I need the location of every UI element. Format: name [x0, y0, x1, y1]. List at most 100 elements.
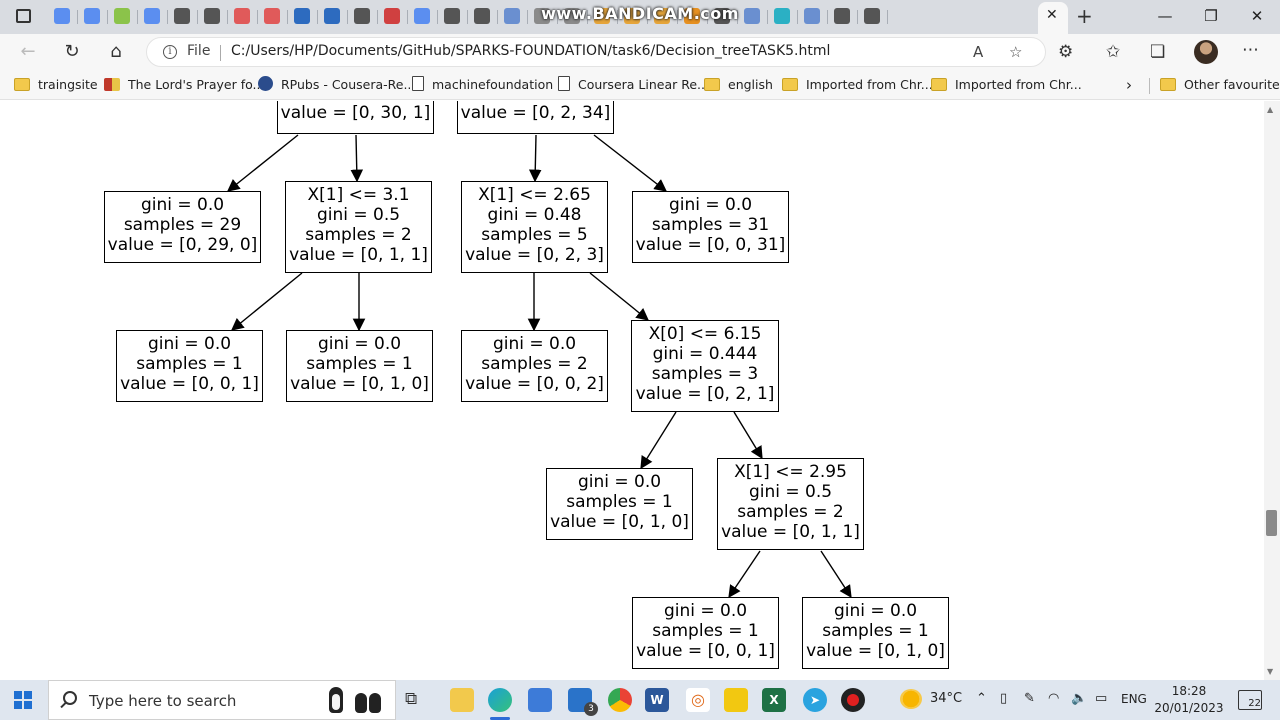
telegram-icon[interactable]: ➤ — [803, 688, 827, 712]
tree-edge — [528, 134, 542, 183]
tab-favicon-icon[interactable] — [114, 8, 130, 24]
store-icon[interactable] — [528, 688, 552, 712]
home-button[interactable]: ⌂ — [110, 41, 122, 62]
bookmark-item[interactable]: RPubs - Cousera-Re... — [258, 76, 415, 94]
bookmark-item[interactable]: traingsite — [14, 76, 98, 94]
tab-favicon-icon[interactable] — [534, 8, 550, 24]
tab-favicon-icon[interactable] — [504, 8, 520, 24]
refresh-button[interactable]: ↻ — [64, 41, 80, 62]
more-bookmarks-chevron-icon[interactable]: › — [1126, 76, 1132, 94]
file-explorer-icon[interactable] — [450, 688, 474, 712]
scroll-up-arrow-icon[interactable]: ▲ — [1267, 105, 1274, 114]
device-icon[interactable]: ▯ — [1000, 691, 1008, 706]
taskbar-search[interactable]: Type here to search — [48, 680, 396, 720]
tab-separator — [197, 10, 198, 24]
back-button[interactable]: ← — [20, 41, 36, 62]
minimize-button[interactable]: — — [1157, 7, 1173, 25]
tab-separator — [167, 10, 168, 24]
volume-icon[interactable]: 🔈 — [1071, 691, 1088, 706]
collections-icon[interactable]: ❏ — [1150, 42, 1166, 62]
tree-node-line: value = [0, 29, 0] — [107, 235, 258, 255]
bookmark-item[interactable]: The Lord's Prayer fo... — [104, 76, 264, 94]
tab-favicon-icon[interactable] — [744, 8, 760, 24]
pen-icon[interactable]: ✎ — [1024, 691, 1035, 706]
tab-favicon-icon[interactable] — [444, 8, 460, 24]
folder-icon — [704, 78, 720, 91]
tree-node-line: gini = 0.0 — [668, 195, 753, 215]
tab-favicon-icon[interactable] — [354, 8, 370, 24]
task-view-icon[interactable]: ⧉ — [405, 689, 418, 709]
new-tab-button[interactable]: + — [1076, 4, 1093, 28]
start-button[interactable] — [14, 691, 32, 709]
word-icon[interactable]: W — [645, 688, 669, 712]
tab-favicon-icon[interactable] — [564, 8, 580, 24]
bookmark-item[interactable]: english — [704, 76, 773, 94]
extensions-icon[interactable]: ⚙ — [1058, 42, 1074, 62]
network-icon[interactable]: ◠ — [1048, 691, 1060, 706]
profile-avatar[interactable] — [1194, 40, 1218, 64]
battery-icon[interactable]: ▭ — [1095, 691, 1108, 706]
url-text[interactable]: C:/Users/HP/Documents/GitHub/SPARKS-FOUN… — [231, 43, 831, 59]
tab-favicon-icon[interactable] — [774, 8, 790, 24]
scroll-down-arrow-icon[interactable]: ▼ — [1267, 667, 1274, 676]
show-hidden-icons-icon[interactable]: ⌃ — [976, 691, 987, 706]
tab-separator — [737, 10, 738, 24]
tab-favicon-icon[interactable] — [834, 8, 850, 24]
tab-favicon-icon[interactable] — [384, 8, 400, 24]
tab-favicon-icon[interactable] — [594, 8, 610, 24]
tab-favicon-icon[interactable] — [624, 8, 640, 24]
bookmark-item[interactable]: machinefoundation — [412, 76, 553, 94]
tab-favicon-icon[interactable] — [204, 8, 220, 24]
tree-node-line: value = [0, 30, 1] — [280, 103, 431, 123]
tab-actions-icon[interactable] — [16, 9, 31, 23]
scrollbar-thumb[interactable] — [1266, 510, 1277, 536]
power-bi-icon[interactable] — [724, 688, 748, 712]
tab-favicon-icon[interactable] — [654, 8, 670, 24]
bookmark-item[interactable]: Imported from Chr... — [782, 76, 933, 94]
tab-favicon-icon[interactable] — [84, 8, 100, 24]
more-menu-icon[interactable]: ⋯ — [1242, 40, 1259, 60]
tab-favicon-icon[interactable] — [54, 8, 70, 24]
notification-center-icon[interactable]: 22 — [1238, 690, 1262, 710]
tree-node-line: samples = 1 — [566, 492, 673, 512]
bookmark-item[interactable]: Coursera Linear Re... — [558, 76, 709, 94]
tab-favicon-icon[interactable] — [234, 8, 250, 24]
clock[interactable]: 18:28 20/01/2023 — [1154, 683, 1224, 717]
tab-favicon-icon[interactable] — [174, 8, 190, 24]
close-window-button[interactable]: ✕ — [1250, 7, 1264, 25]
tab-favicon-icon[interactable] — [684, 8, 700, 24]
temperature[interactable]: 34°C — [930, 691, 963, 706]
tab-favicon-icon[interactable] — [324, 8, 340, 24]
favourites-icon[interactable]: ✩ — [1106, 42, 1121, 62]
edge-browser-icon[interactable] — [488, 688, 512, 712]
bookmark-item[interactable]: Imported from Chr... — [931, 76, 1082, 94]
info-icon[interactable]: i — [163, 45, 177, 59]
add-favourite-icon[interactable]: ☆ — [1009, 43, 1023, 61]
tab-strip: ✕ + www.BANDICAM.com — ❐ ✕ — [0, 0, 1280, 34]
tab-favicon-icon[interactable] — [714, 8, 730, 24]
close-tab-icon[interactable]: ✕ — [1046, 7, 1058, 23]
bandicam-record-icon[interactable] — [841, 688, 865, 712]
excel-icon[interactable]: X — [762, 688, 786, 712]
tab-favicon-icon[interactable] — [414, 8, 430, 24]
tab-favicon-icon[interactable] — [294, 8, 310, 24]
tab-favicon-icon[interactable] — [864, 8, 880, 24]
read-aloud-icon[interactable]: A — [973, 43, 984, 61]
input-language[interactable]: ENG — [1121, 692, 1147, 706]
active-tab[interactable]: ✕ — [1038, 2, 1068, 34]
vertical-scrollbar[interactable] — [1264, 101, 1280, 680]
address-bar[interactable]: i File C:/Users/HP/Documents/GitHub/SPAR… — [146, 37, 1046, 67]
search-placeholder: Type here to search — [89, 692, 237, 710]
clock-time: 18:28 — [1171, 684, 1207, 698]
other-favourites[interactable]: Other favourites — [1160, 76, 1280, 94]
active-app-indicator — [490, 717, 510, 720]
chrome-icon[interactable] — [608, 688, 632, 712]
recording-app-icon[interactable]: ◎ — [686, 688, 710, 712]
restore-button[interactable]: ❐ — [1204, 7, 1218, 25]
tab-favicon-icon[interactable] — [804, 8, 820, 24]
tab-favicon-icon[interactable] — [264, 8, 280, 24]
tab-favicon-icon[interactable] — [474, 8, 490, 24]
tab-favicon-icon[interactable] — [144, 8, 160, 24]
